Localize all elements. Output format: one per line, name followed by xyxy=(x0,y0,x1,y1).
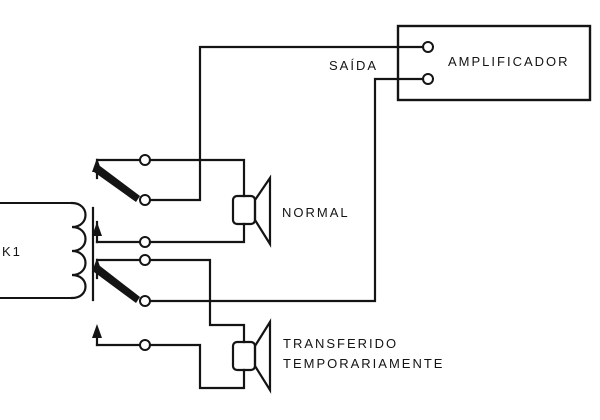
wire-contact4-to-transfer-speaker xyxy=(148,343,246,390)
wire-contact1-to-normal-speaker xyxy=(148,158,246,198)
relay-contact-set-2 xyxy=(92,220,151,307)
amplifier-output-terminal-bottom xyxy=(422,73,434,85)
speaker-transfer-cone xyxy=(253,318,272,394)
coil-winding xyxy=(70,201,87,300)
wire-amp-bottom-to-relay2-common xyxy=(143,77,425,303)
contact3-blade xyxy=(94,266,140,303)
contact1-terminal-nc xyxy=(139,154,151,166)
relay-contact-set-1 xyxy=(92,154,151,206)
contact3-terminal-common xyxy=(139,295,151,307)
contact1-terminal-common xyxy=(139,194,151,206)
contact4-arrow xyxy=(92,324,102,338)
amplifier-block: AMPLIFICADOR xyxy=(396,24,592,102)
wire-contact2-to-normal-speaker xyxy=(148,222,246,244)
output-label: SAÍDA xyxy=(329,58,378,73)
amplifier-box xyxy=(396,24,592,102)
speaker-normal-icon xyxy=(231,174,272,248)
speaker-transfer-icon xyxy=(231,318,272,394)
relay-contact-set-3 xyxy=(92,324,151,351)
amplifier-label: AMPLIFICADOR xyxy=(448,54,570,69)
speaker-transfer-label-line2: TEMPORARIAMENTE xyxy=(283,356,444,371)
wire-contact3-to-transfer-speaker xyxy=(148,258,246,344)
contact3-terminal xyxy=(139,254,151,266)
relay-label: K1 xyxy=(2,244,22,259)
contact2-arrow xyxy=(92,222,102,236)
speaker-transfer-label-line1: TRANSFERIDO xyxy=(283,336,398,351)
relay-coil-k1: K1 xyxy=(0,201,95,302)
speaker-transfer-magnet xyxy=(231,340,257,372)
contact4-terminal xyxy=(139,339,151,351)
speaker-normal-label: NORMAL xyxy=(282,205,350,220)
amplifier-output-terminal-top xyxy=(422,41,434,53)
contact1-blade xyxy=(94,166,140,202)
speaker-normal-cone xyxy=(253,174,272,248)
speaker-normal-magnet xyxy=(231,194,257,226)
contact2-terminal-nc xyxy=(139,236,151,248)
wire-amp-top-to-relay1-common xyxy=(143,45,425,202)
